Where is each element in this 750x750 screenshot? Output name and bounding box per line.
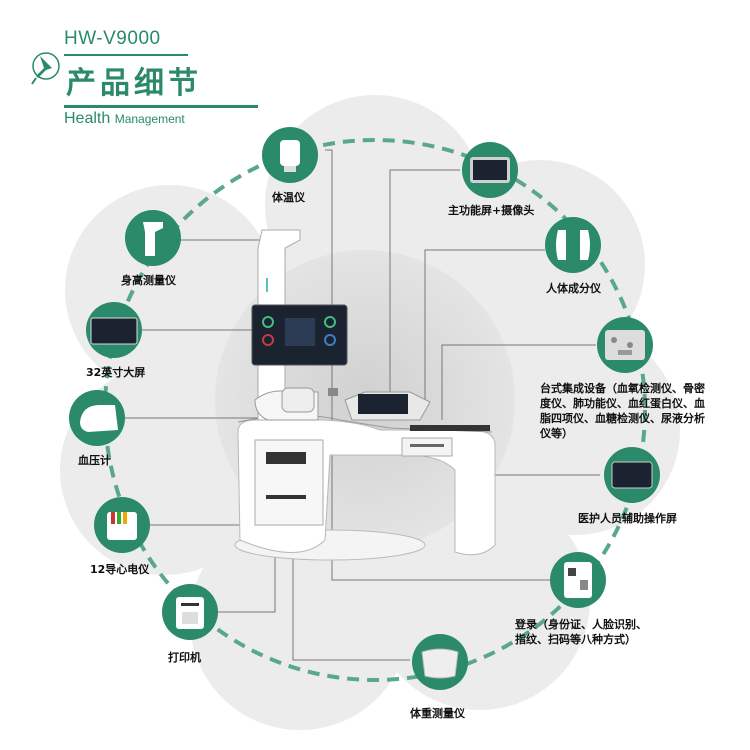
thermometer-node [262, 127, 318, 183]
blood-pressure-icon [80, 405, 118, 432]
login-line-2: 指纹、扫码等八种方式） [515, 633, 636, 646]
pushpin-icon [31, 52, 60, 85]
label-login: 登录（身份证、人脸识别、 指纹、扫码等八种方式） [515, 617, 695, 647]
blood-pressure-node [69, 390, 125, 446]
model-number: HW-V9000 [64, 28, 161, 49]
height-meter-icon [143, 222, 163, 256]
label-body-composition: 人体成分仪 [546, 282, 601, 295]
screen-32-node [86, 302, 142, 358]
header: HW-V9000 产品细节 Health Management [30, 28, 270, 138]
label-screen-32: 32英寸大屏 [86, 366, 146, 379]
label-ecg: 12导心电仪 [90, 563, 150, 576]
integrated-device-icon [605, 330, 645, 360]
ecg-node [94, 497, 150, 553]
integrated-line-2: 度仪、肺功能仪、血红蛋白仪、血 [540, 397, 705, 410]
integrated-line-4: 仪等） [540, 427, 573, 440]
label-blood-pressure: 血压计 [78, 454, 111, 467]
height-meter-node [125, 210, 181, 266]
thermometer-icon [280, 140, 300, 166]
body-composition-node [545, 217, 601, 273]
weight-node [412, 634, 468, 690]
staff-monitor-icon [611, 461, 653, 489]
label-integrated-device: 台式集成设备（血氧检测仪、骨密 度仪、肺功能仪、血红蛋白仪、血 脂四项仪、血糖检… [540, 381, 740, 441]
weight-scale-icon [421, 648, 459, 679]
integrated-line-3: 脂四项仪、血糖检测仪、尿液分析 [540, 412, 705, 425]
staff-screen-node [604, 447, 660, 503]
integrated-device-node [597, 317, 653, 373]
subtitle-management: Management [114, 112, 185, 126]
large-screen-icon [90, 317, 138, 345]
login-node [550, 552, 606, 608]
label-main-screen: 主功能屏+摄像头 [448, 204, 535, 217]
printer-node [162, 584, 218, 640]
body-composition-icon [556, 230, 590, 260]
page-title: 产品细节 [66, 66, 202, 101]
subtitle: Health Management [64, 110, 185, 128]
label-weight: 体重测量仪 [410, 707, 465, 720]
main-screen-node [462, 142, 518, 198]
integrated-line-1: 台式集成设备（血氧检测仪、骨密 [540, 382, 705, 395]
big-screen-content [262, 316, 336, 346]
model-underline [64, 54, 188, 56]
label-thermometer: 体温仪 [272, 191, 305, 204]
title-underline [64, 105, 258, 108]
subtitle-health: Health [64, 110, 111, 127]
label-staff-screen: 医护人员辅助操作屏 [578, 512, 677, 525]
label-height-meter: 身高测量仪 [121, 274, 176, 287]
label-printer: 打印机 [168, 651, 201, 664]
login-line-1: 登录（身份证、人脸识别、 [515, 618, 647, 631]
